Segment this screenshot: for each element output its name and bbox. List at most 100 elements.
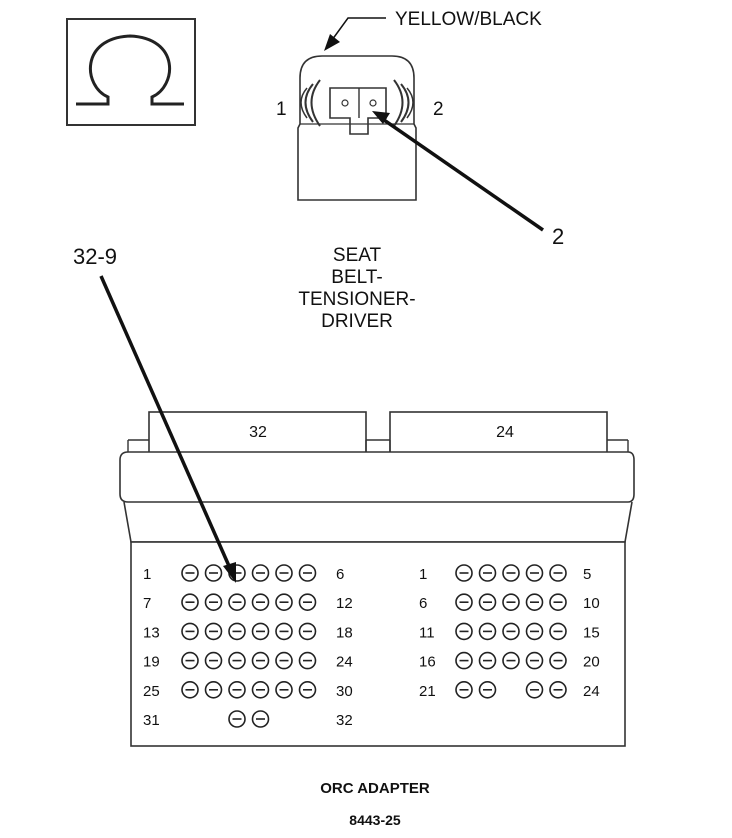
cavity-pointer-label: 32-9 [73, 244, 117, 269]
cavity [251, 622, 270, 641]
cavity [181, 651, 199, 670]
cavity-pointer-line [99, 275, 231, 567]
cavity [228, 710, 246, 728]
cavity [502, 564, 520, 582]
cavity [275, 680, 293, 699]
cavity [525, 593, 544, 612]
component-label-line: BELT- [331, 267, 382, 288]
cavity [298, 680, 317, 699]
cavity [549, 680, 567, 699]
cavity-row-start-number: 31 [143, 712, 160, 729]
component-label-line: SEAT [333, 245, 382, 266]
wire-callout-arrowhead [324, 34, 340, 51]
cavity [478, 564, 497, 582]
cavity [181, 593, 199, 612]
cavity [251, 564, 270, 582]
cavity-row-end-number: 5 [583, 566, 591, 583]
cavity [275, 593, 293, 612]
cavity [181, 680, 199, 699]
cavity-row-end-number: 6 [336, 566, 344, 583]
pin-2-label: 2 [433, 99, 444, 120]
cavity [455, 564, 473, 582]
component-label-line: DRIVER [321, 311, 393, 332]
cavity [298, 622, 317, 641]
caption: ORC ADAPTER [320, 780, 430, 797]
cavity [455, 651, 473, 670]
cavity [181, 564, 199, 582]
cavity [549, 651, 567, 670]
cavity [478, 680, 497, 699]
cavity-row-start-number: 1 [143, 566, 151, 583]
cavity [525, 651, 544, 670]
adapter-tab-right [389, 411, 608, 455]
cavity-pointer-arrowhead [223, 562, 236, 583]
cavity-row-start-number: 13 [143, 624, 160, 641]
pin-pointer-arrowhead [372, 111, 390, 124]
cavity [455, 593, 473, 612]
cavity [298, 593, 317, 612]
cavity-row-end-number: 12 [336, 595, 353, 612]
cavity [478, 622, 497, 641]
orc-adapter [119, 411, 635, 747]
cavity [181, 622, 199, 641]
cavity [204, 680, 223, 699]
cavity [228, 651, 246, 670]
cavity [549, 622, 567, 641]
cavity [251, 593, 270, 612]
wire-callout-leader [331, 17, 386, 41]
cavity-row-start-number: 16 [419, 654, 436, 671]
cavity [204, 622, 223, 641]
ohm-symbol-icon [66, 18, 196, 126]
cavity [275, 651, 293, 670]
cavity-row-start-number: 1 [419, 566, 427, 583]
cavity-row-start-number: 25 [143, 683, 160, 700]
cavity-row-start-number: 19 [143, 654, 160, 671]
cavity [549, 593, 567, 612]
cavity [525, 622, 544, 641]
cavity-row-end-number: 18 [336, 624, 353, 641]
cavity [228, 593, 246, 612]
cavity [455, 680, 473, 699]
cavity [298, 651, 317, 670]
cavity-row-start-number: 21 [419, 683, 436, 700]
cavity-row-end-number: 24 [336, 654, 353, 671]
cavity-row-end-number: 20 [583, 654, 600, 671]
cavity [228, 680, 246, 699]
cavity-row-end-number: 10 [583, 595, 600, 612]
cavity [204, 593, 223, 612]
cavity [502, 593, 520, 612]
cavity-row-end-number: 15 [583, 624, 600, 641]
cavity [275, 564, 293, 582]
figure-id: 8443-25 [349, 812, 401, 828]
seat-belt-connector [297, 55, 417, 201]
pin-1-label: 1 [276, 99, 287, 120]
tab-right-label: 24 [496, 424, 514, 441]
cavity [502, 651, 520, 670]
wire-color-label: YELLOW/BLACK [395, 9, 542, 30]
cavity [502, 622, 520, 641]
cavity-row-start-number: 6 [419, 595, 427, 612]
cavity [275, 622, 293, 641]
pin-pointer-label: 2 [552, 224, 564, 249]
cavity [478, 593, 497, 612]
cavity [455, 622, 473, 641]
cavity [298, 564, 317, 582]
tab-left-label: 32 [249, 424, 267, 441]
cavity-row-end-number: 24 [583, 683, 600, 700]
cavity-row-end-number: 32 [336, 712, 353, 729]
cavity [228, 622, 246, 641]
cavity [251, 680, 270, 699]
cavity [204, 651, 223, 670]
component-label-line: TENSIONER- [298, 289, 415, 310]
component-label: SEAT BELT- TENSIONER- DRIVER [298, 245, 415, 332]
cavity [525, 564, 544, 582]
cavity [549, 564, 567, 582]
cavity [204, 564, 223, 582]
adapter-tab-left [148, 411, 367, 455]
cavity-row-end-number: 30 [336, 683, 353, 700]
cavity-row-start-number: 11 [419, 624, 435, 641]
cavity [251, 710, 270, 728]
cavity [251, 651, 270, 670]
pin-pointer-line [383, 118, 544, 232]
